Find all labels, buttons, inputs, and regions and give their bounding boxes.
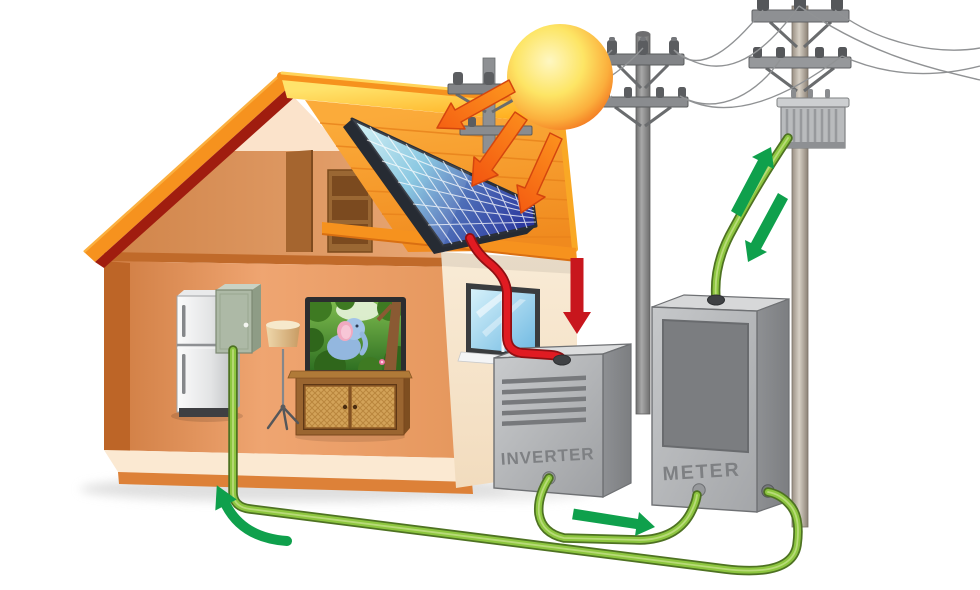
insulators (607, 37, 679, 55)
floor-lamp (266, 320, 300, 431)
panel-grid (366, 126, 537, 245)
pole-right-crossarm-top (751, 9, 850, 23)
green-flow-arrows (215, 147, 788, 546)
gable-roof-edge (83, 73, 297, 268)
meter-top-port (707, 294, 725, 306)
ceiling-band (104, 252, 455, 267)
attic-divider-wall (286, 150, 312, 252)
inverter-vents (502, 375, 586, 426)
sunlight-arrows (436, 79, 563, 214)
meter-screen (662, 318, 749, 454)
insulators (757, 0, 843, 11)
pole-left-mast (635, 33, 651, 415)
breaker-panel (215, 284, 261, 354)
tv-jungle-scene (310, 302, 401, 370)
meter-label: METER (662, 459, 741, 486)
pole-left-crossarm-top (601, 53, 685, 66)
breaker-latch (243, 322, 249, 328)
fridge-handle-top (182, 305, 186, 337)
floor (104, 450, 472, 482)
sun-ray-arrow-2 (471, 111, 528, 187)
arrow-cable-to-house (215, 485, 292, 546)
cabinet-door-right (350, 385, 396, 429)
arrow-grid-to-meter (745, 193, 788, 262)
cable-meter-to-house (228, 345, 803, 576)
sun-ray-arrow-3 (516, 132, 563, 214)
dc-flow-arrow (563, 258, 591, 334)
pole-left-crossarm-bottom (597, 96, 689, 108)
cabinet-door-left (304, 385, 350, 429)
tv-cabinet (287, 370, 413, 442)
cable-inverter-to-meter (533, 473, 702, 545)
meter-box: METER (651, 294, 790, 513)
tv-elephant (327, 334, 361, 360)
cable-panel-to-inverter (465, 233, 567, 365)
fridge-handle-bottom (182, 354, 186, 394)
inverter-top-port (553, 354, 571, 366)
transformer (776, 89, 850, 149)
inverter-box: INVERTER (493, 343, 632, 498)
interior-left-wall (104, 261, 130, 452)
arrow-meter-to-grid (731, 147, 774, 217)
arrow-inverter-to-meter (572, 508, 655, 536)
refrigerator (171, 290, 243, 422)
floor-front-edge (118, 472, 473, 494)
sun-ray-arrow-1 (436, 79, 516, 130)
utility-pole-left (597, 31, 689, 415)
television (305, 297, 406, 375)
sun (507, 24, 613, 130)
pole-right-crossarm-bottom (748, 56, 852, 69)
utility-pole-right (748, 0, 852, 528)
